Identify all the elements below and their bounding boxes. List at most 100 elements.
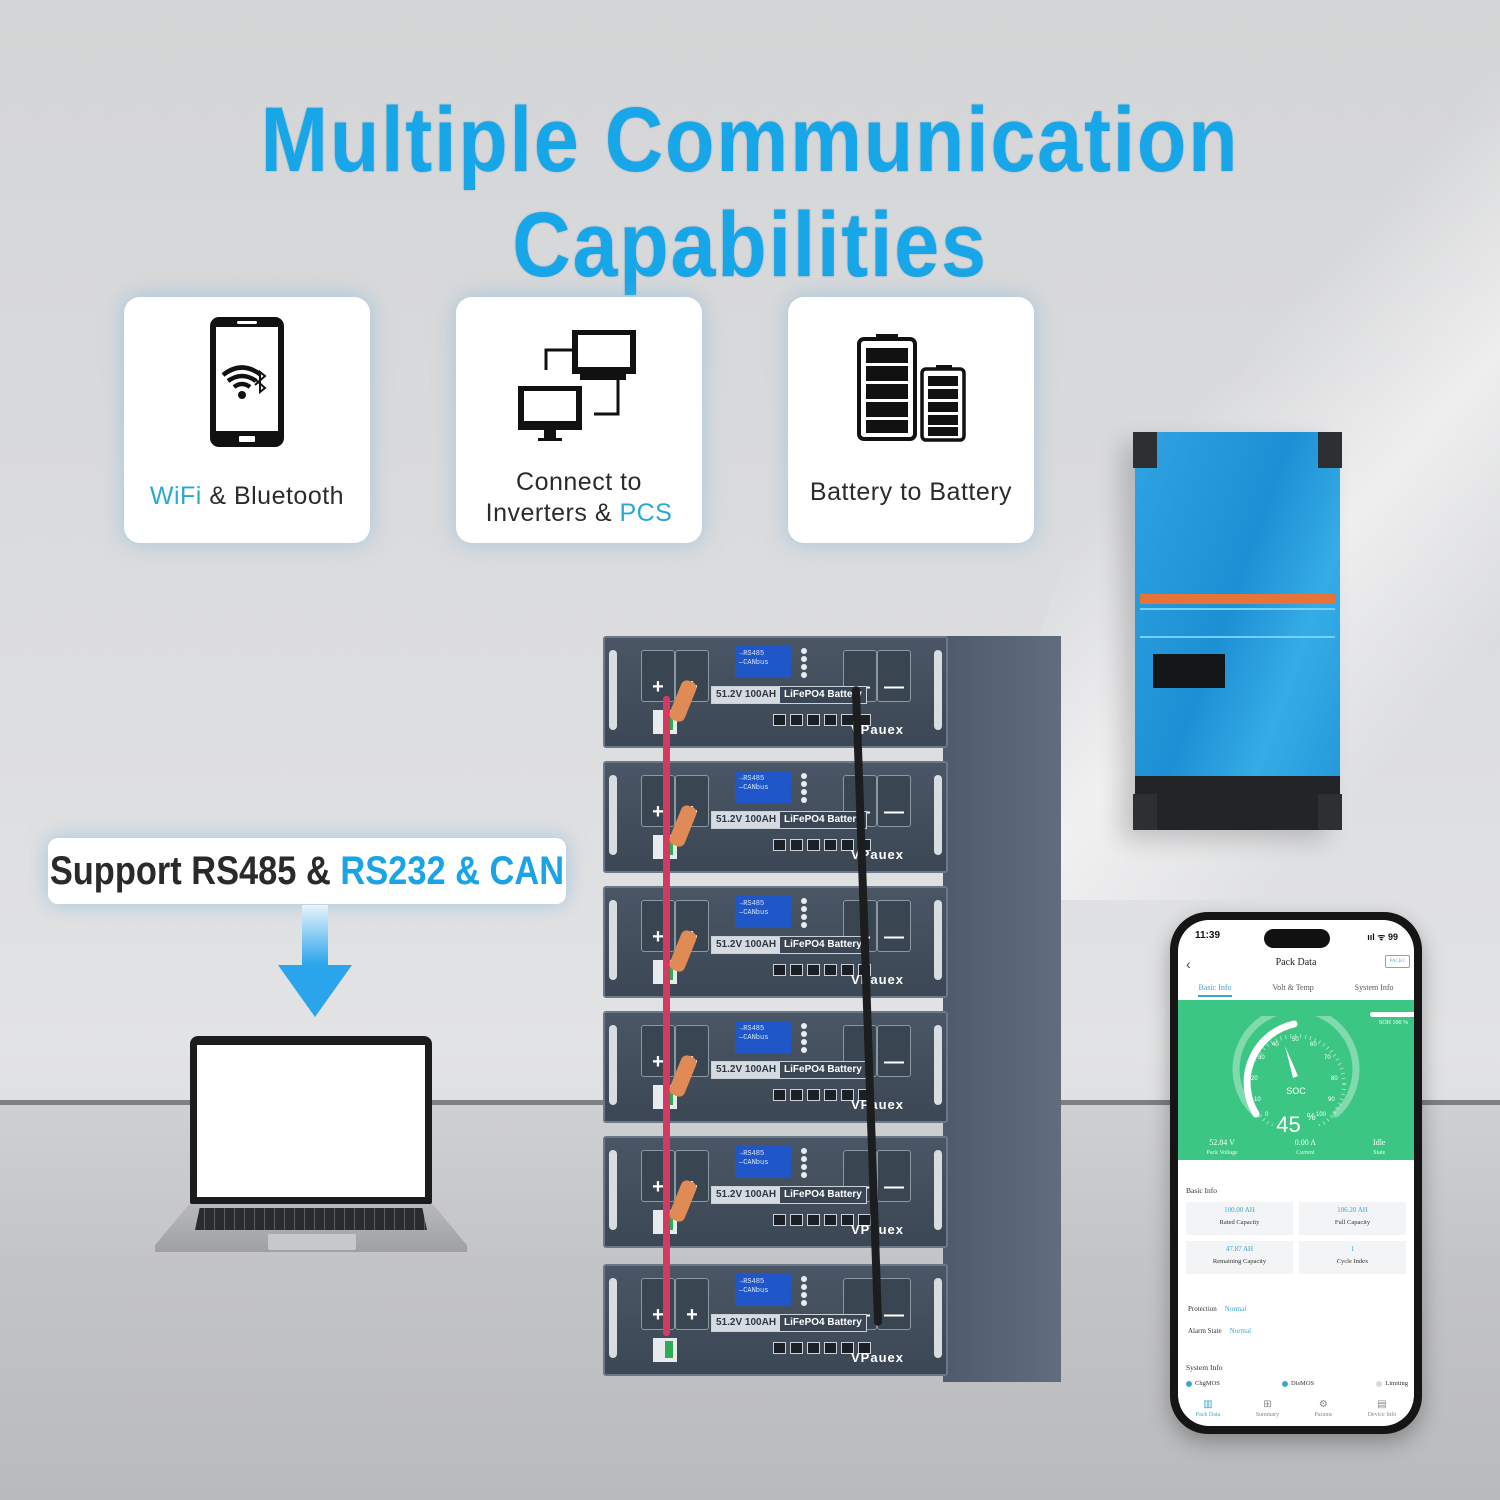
brand-logo: VPauex bbox=[851, 1350, 904, 1365]
svg-text:70: 70 bbox=[1324, 1055, 1331, 1061]
rack-side-panel bbox=[943, 636, 1061, 1382]
status-leds bbox=[801, 1023, 807, 1053]
brand-logo: VPauex bbox=[851, 722, 904, 737]
status-leds bbox=[801, 898, 807, 928]
bottom-nav: ▥Pack Data ⊞Summary ⚙Params ▤Device Info bbox=[1178, 1399, 1414, 1418]
svg-text:0: 0 bbox=[1265, 1112, 1269, 1118]
inverter-bracket bbox=[1318, 432, 1342, 468]
laptop-lid bbox=[190, 1036, 432, 1204]
soc-gauge: 0 10 20 30 40 50 60 70 80 90 100 SOC bbox=[1232, 1016, 1360, 1126]
system-info-heading: System Info bbox=[1186, 1363, 1223, 1372]
feature-label-wifi-bluetooth: WiFi & Bluetooth bbox=[149, 482, 345, 510]
inverter-bracket bbox=[1133, 794, 1157, 830]
comm-ports bbox=[773, 714, 871, 726]
module-lcd: →RS485—CANbus bbox=[735, 771, 791, 803]
module-handle bbox=[609, 650, 617, 730]
brand-logo: VPauex bbox=[851, 1097, 904, 1112]
basic-info-heading: Basic Info bbox=[1186, 1186, 1218, 1195]
negative-terminal: — bbox=[877, 900, 911, 952]
nav-device-info[interactable]: ▤Device Info bbox=[1367, 1399, 1397, 1418]
module-handle bbox=[609, 1025, 617, 1105]
battery-module: + + →RS485—CANbus — — 51.2V 100AHLiFePO4… bbox=[603, 1011, 948, 1123]
pack-select-button[interactable]: PACK1 bbox=[1384, 955, 1410, 968]
signal-wifi-battery-icon: ııl ᯤ 99 bbox=[1367, 932, 1398, 942]
module-handle bbox=[934, 1150, 942, 1230]
red-power-cable bbox=[663, 696, 670, 1336]
bar-chart-icon: ▥ bbox=[1203, 1399, 1213, 1410]
battery-module: + + →RS485—CANbus — — 51.2V 100AHLiFePO4… bbox=[603, 1136, 948, 1248]
tab-basic-info[interactable]: Basic Info bbox=[1198, 983, 1232, 997]
feature-label-inverters-pcs: Connect to Inverters & PCS bbox=[485, 468, 673, 527]
feature-card-battery-to-battery: Battery to Battery bbox=[788, 297, 1034, 543]
comm-ports bbox=[773, 1342, 871, 1354]
svg-text:90: 90 bbox=[1328, 1097, 1335, 1103]
battery-module: + + →RS485—CANbus — — 51.2V 100AHLiFePO4… bbox=[603, 1264, 948, 1376]
system-flags: ChgMOS DisMOS Limiting bbox=[1186, 1380, 1408, 1387]
nav-pack-data[interactable]: ▥Pack Data bbox=[1195, 1399, 1221, 1418]
inverter-trim bbox=[1140, 636, 1335, 638]
module-handle bbox=[609, 900, 617, 980]
module-handle bbox=[934, 1025, 942, 1105]
svg-text:30: 30 bbox=[1258, 1055, 1265, 1061]
gear-icon: ⚙ bbox=[1318, 1399, 1328, 1410]
nav-summary[interactable]: ⊞Summary bbox=[1255, 1399, 1280, 1418]
positive-terminal: + bbox=[641, 650, 675, 702]
module-lcd: →RS485—CANbus bbox=[735, 896, 791, 928]
dynamic-island bbox=[1264, 929, 1330, 948]
protocol-support-banner: Support RS485 & RS232 & CAN bbox=[48, 838, 566, 904]
nav-params[interactable]: ⚙Params bbox=[1314, 1399, 1333, 1418]
module-lcd: →RS485—CANbus bbox=[735, 1274, 791, 1306]
module-handle bbox=[609, 1150, 617, 1230]
back-button[interactable]: ‹ bbox=[1186, 956, 1191, 972]
svg-text:60: 60 bbox=[1310, 1042, 1317, 1048]
battery-module: + + →RS485—CANbus — — 51.2V 100AHLiFePO4… bbox=[603, 636, 948, 748]
module-lcd: →RS485—CANbus bbox=[735, 1146, 791, 1178]
soc-value: 45% bbox=[1276, 1112, 1316, 1137]
smartphone: 11:39 ııl ᯤ 99 ‹ Pack Data PACK1 Basic I… bbox=[1170, 912, 1422, 1434]
module-handle bbox=[934, 900, 942, 980]
feature-card-wifi-bluetooth: WiFi & Bluetooth bbox=[124, 297, 370, 543]
tab-system-info[interactable]: System Info bbox=[1354, 983, 1394, 992]
svg-text:20: 20 bbox=[1251, 1076, 1258, 1082]
negative-terminal: — bbox=[877, 1025, 911, 1077]
laptop-screen bbox=[197, 1045, 425, 1197]
banner-dark-text: Support RS485 & bbox=[49, 848, 341, 893]
inverter-trim bbox=[1140, 608, 1335, 610]
module-lcd: →RS485—CANbus bbox=[735, 646, 791, 678]
module-handle bbox=[934, 650, 942, 730]
module-handle bbox=[609, 1278, 617, 1358]
module-handle bbox=[934, 1278, 942, 1358]
networked-computers-icon bbox=[514, 297, 644, 467]
comm-ports bbox=[773, 1089, 871, 1101]
tab-volt-temp[interactable]: Volt & Temp bbox=[1272, 983, 1314, 992]
laptop-keyboard bbox=[195, 1208, 427, 1230]
flag-chgmos: ChgMOS bbox=[1186, 1380, 1220, 1387]
module-handle bbox=[934, 775, 942, 855]
breaker-switch[interactable] bbox=[653, 1338, 677, 1362]
negative-terminal: — bbox=[877, 1278, 911, 1330]
battery-module: + + →RS485—CANbus — — 51.2V 100AHLiFePO4… bbox=[603, 761, 948, 873]
inverter-bracket bbox=[1318, 794, 1342, 830]
negative-terminal: — bbox=[877, 775, 911, 827]
inverter bbox=[1133, 432, 1342, 830]
soh-bar bbox=[1370, 1012, 1414, 1017]
feature-label-battery-to-battery: Battery to Battery bbox=[809, 478, 1013, 506]
laptop-trackpad bbox=[268, 1234, 356, 1250]
inverter-bracket bbox=[1133, 432, 1157, 468]
inverter-display bbox=[1153, 654, 1225, 688]
soc-panel: SOH 100 % 0 10 20 30 40 50 60 70 80 90 1… bbox=[1178, 1000, 1414, 1160]
module-lcd: →RS485—CANbus bbox=[735, 1021, 791, 1053]
headline: Multiple Communication Capabilities bbox=[260, 89, 1240, 296]
